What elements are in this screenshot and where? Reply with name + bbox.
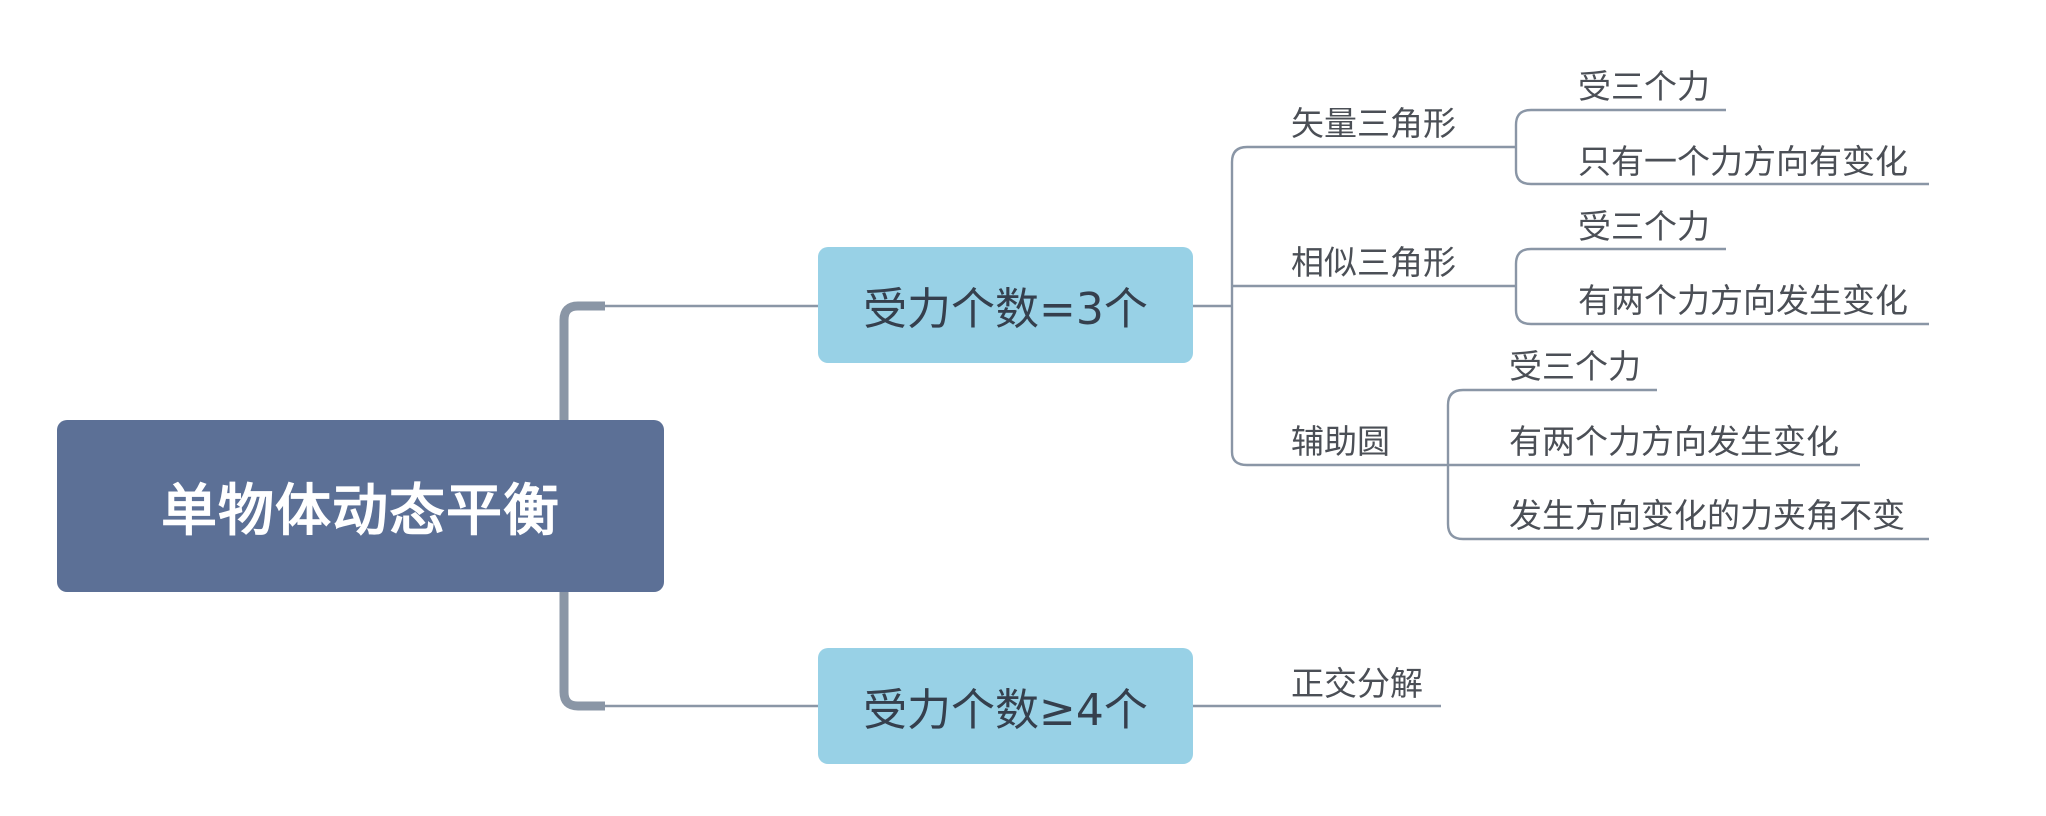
circle-detail1-connector	[1446, 388, 1509, 406]
root-to-topic2-trunk	[559, 592, 605, 711]
similar-detail1-connector	[1514, 247, 1578, 265]
subtopic-auxiliary-circle[interactable]: 辅助圆	[1291, 422, 1390, 461]
vector-detail-three-forces[interactable]: 受三个力	[1578, 67, 1710, 106]
topic-three-forces[interactable]: 受力个数=3个	[818, 247, 1193, 363]
vector-detail2-connector	[1514, 125, 1578, 186]
topic1-branch-circle	[1230, 451, 1445, 467]
root-to-topic1-trunk	[559, 301, 605, 420]
subtopic-orthogonal-decomposition[interactable]: 正交分解	[1291, 664, 1423, 703]
root-node[interactable]: 单物体动态平衡	[57, 420, 664, 592]
similar-detail2-connector	[1514, 264, 1578, 326]
subtopic-similar-triangle[interactable]: 相似三角形	[1291, 243, 1456, 282]
circle-detail3-connector	[1446, 405, 1509, 541]
topic1-branch-vector	[1230, 145, 1465, 163]
subtopic-vector-triangle[interactable]: 矢量三角形	[1291, 104, 1456, 143]
similar-detail-two-force-directions[interactable]: 有两个力方向发生变化	[1578, 281, 1908, 320]
similar-detail-three-forces[interactable]: 受三个力	[1578, 207, 1710, 246]
vector-detail1-connector	[1514, 108, 1578, 126]
circle-detail-three-forces[interactable]: 受三个力	[1509, 347, 1641, 386]
circle-detail-two-force-directions[interactable]: 有两个力方向发生变化	[1509, 422, 1839, 461]
vector-detail-one-force-direction[interactable]: 只有一个力方向有变化	[1578, 142, 1908, 181]
circle-detail-angle-constant[interactable]: 发生方向变化的力夹角不变	[1509, 496, 1905, 535]
topic-four-or-more-forces[interactable]: 受力个数≥4个	[818, 648, 1193, 764]
